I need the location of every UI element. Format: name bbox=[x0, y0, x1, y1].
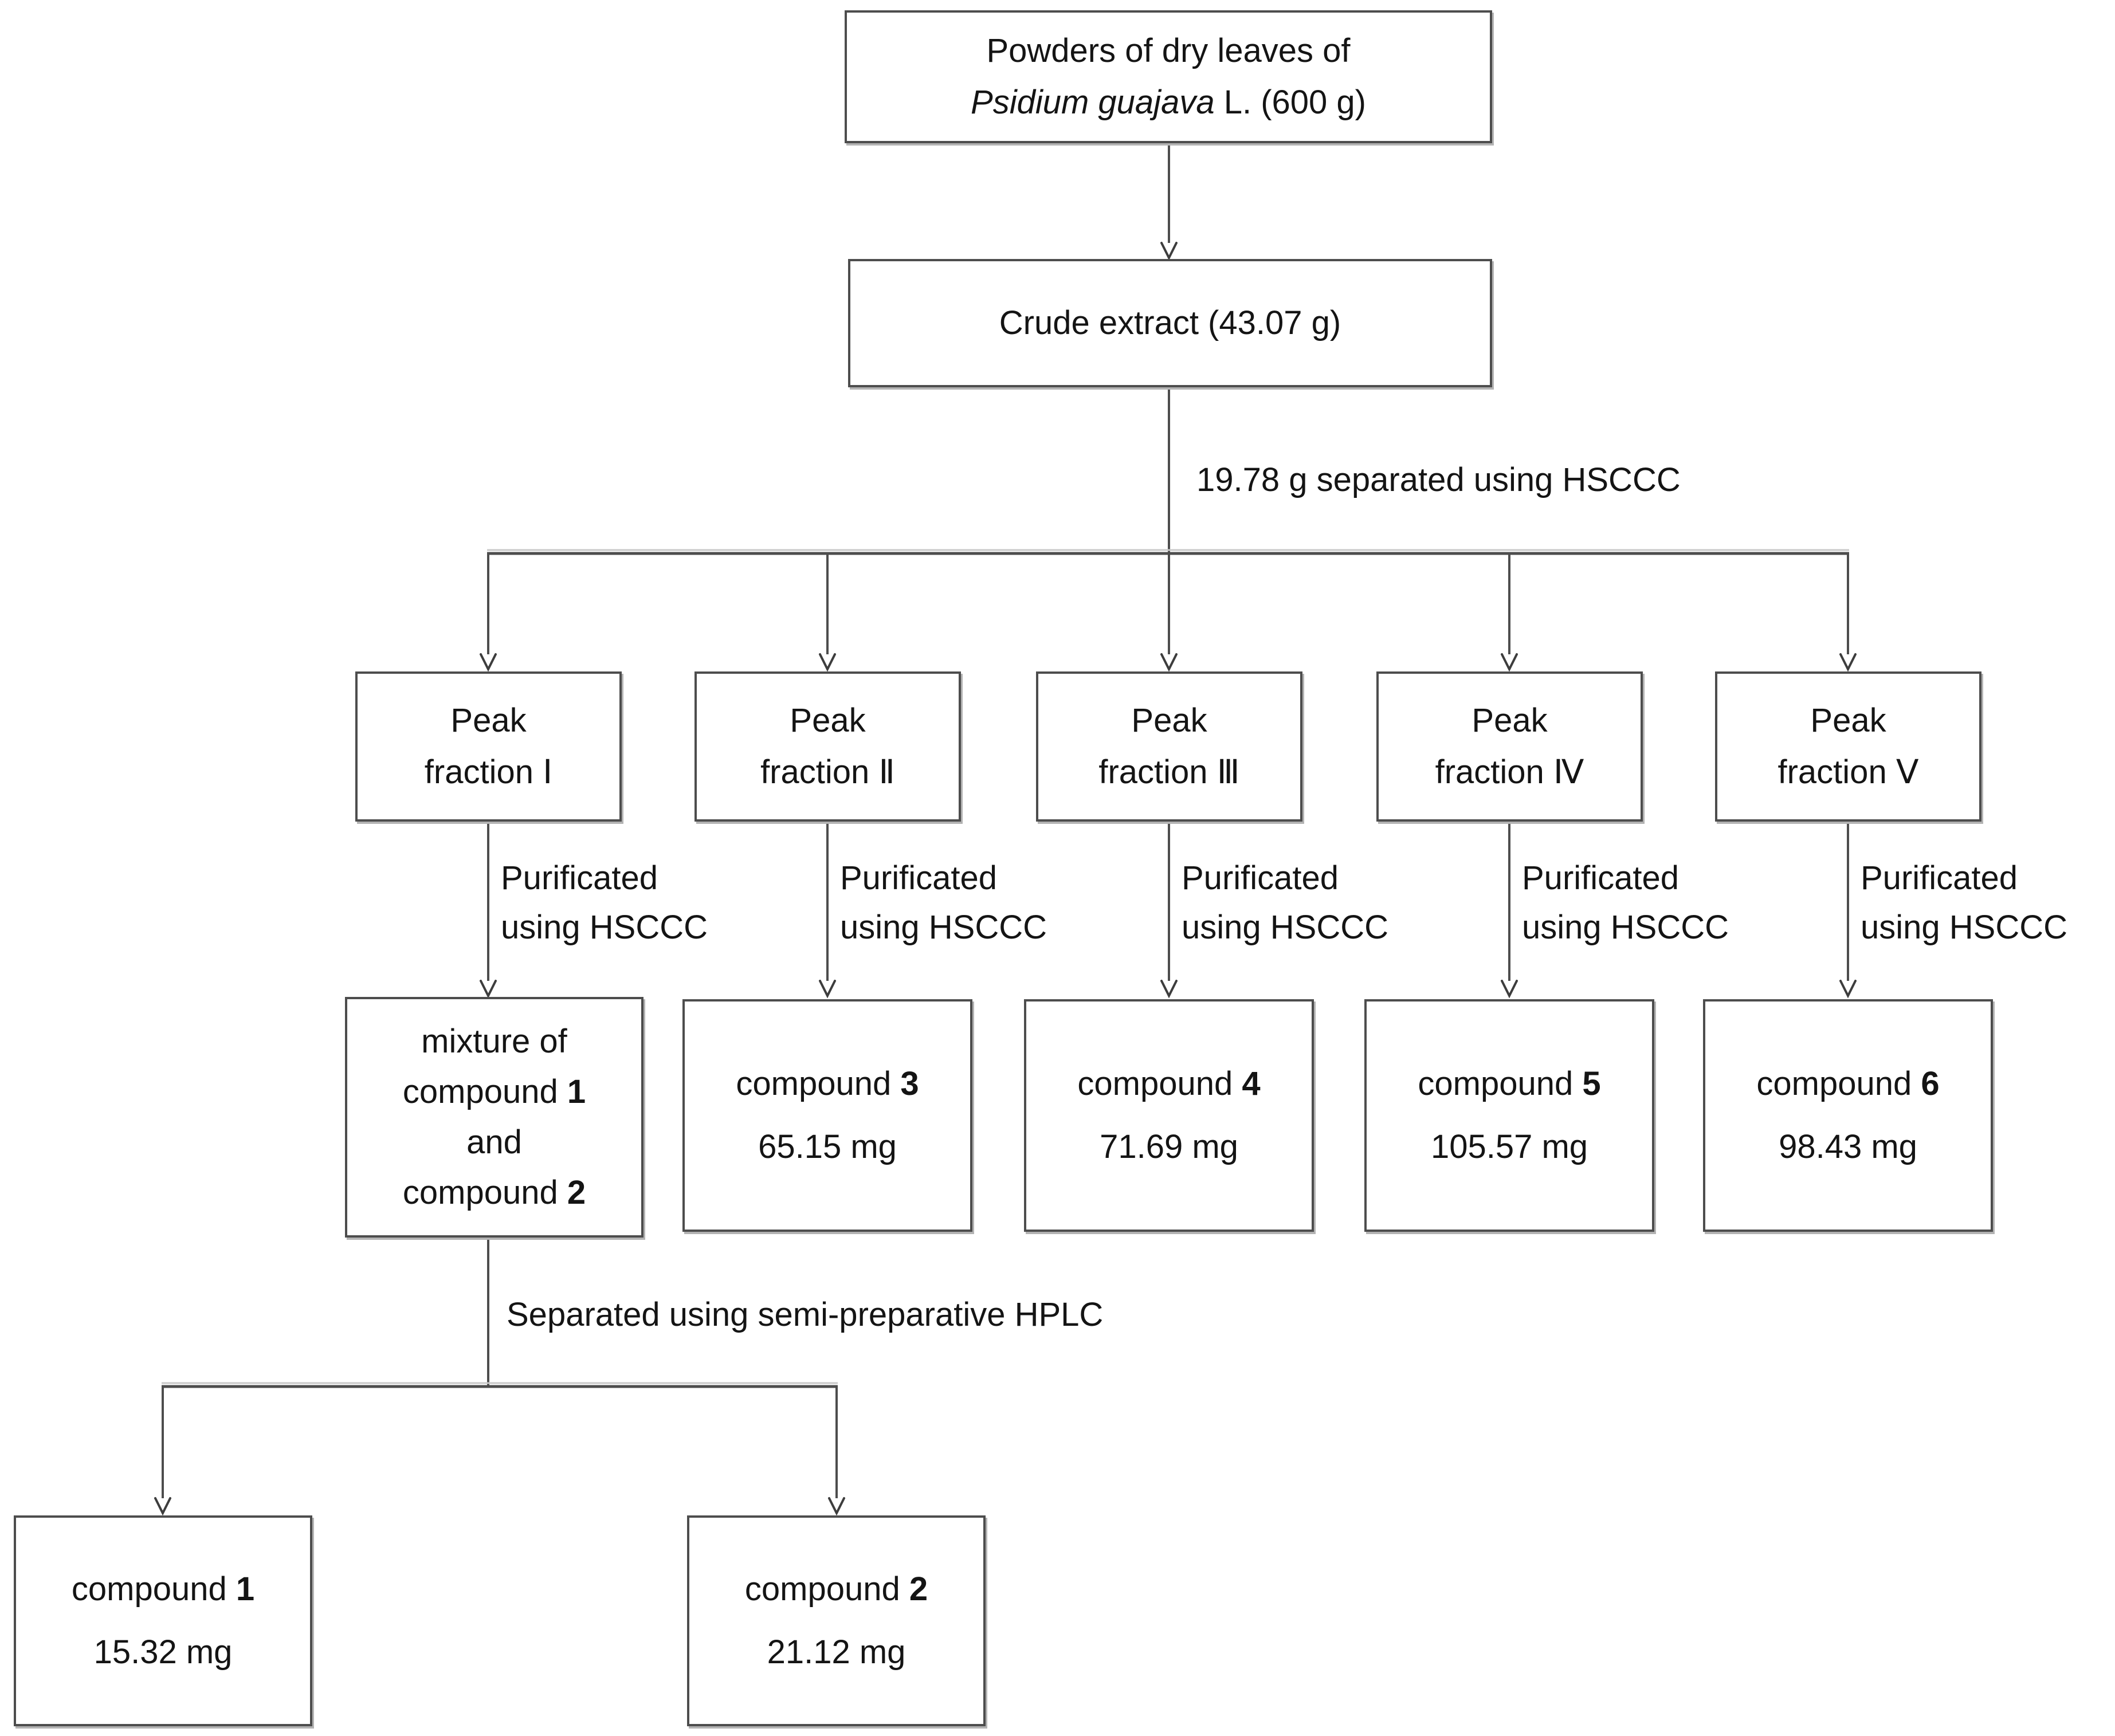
compound-amount: 98.43 mg bbox=[1779, 1128, 1917, 1165]
fraction-line2: fraction Ⅳ bbox=[1435, 753, 1584, 791]
compound-word: compound bbox=[744, 1570, 900, 1608]
compound-word: compound bbox=[402, 1174, 558, 1211]
hsccc-separation-label: 19.78 g separated using HSCCC bbox=[1196, 461, 1681, 498]
mixture-line1: mixture of bbox=[421, 1023, 567, 1060]
compound-word: compound bbox=[1756, 1065, 1912, 1102]
source-box-line2-rest: L. (600 g) bbox=[1214, 84, 1366, 121]
compound-amount: 71.69 mg bbox=[1100, 1128, 1238, 1165]
source-box: Powders of dry leaves of Psidium guajava… bbox=[845, 10, 1492, 143]
mixture-box: mixture of compound 1 and compound 2 bbox=[345, 997, 643, 1238]
compound-word: compound bbox=[71, 1570, 227, 1608]
mixture-line4: compound 2 bbox=[403, 1168, 586, 1218]
purification-label-line1: Purificated bbox=[1182, 859, 1339, 897]
compound-word: compound bbox=[1077, 1065, 1233, 1102]
fraction-line2: fraction Ⅱ bbox=[760, 753, 895, 791]
compound-amount: 105.57 mg bbox=[1430, 1128, 1588, 1165]
purification-label-line2: using HSCCC bbox=[1522, 909, 1729, 946]
compound-name-line: compound 5 bbox=[1418, 1052, 1600, 1116]
purification-label-4: Purificated using HSCCC bbox=[1522, 854, 1729, 952]
compound-amount: 65.15 mg bbox=[758, 1128, 897, 1165]
compound-word: compound bbox=[1418, 1065, 1574, 1102]
compound-3-box: compound 3 65.15 mg bbox=[682, 999, 972, 1232]
peak-fraction-box-4: Peak fraction Ⅳ bbox=[1376, 671, 1643, 822]
species-name: Psidium guajava bbox=[971, 84, 1215, 121]
fraction-line1: Peak bbox=[450, 702, 527, 739]
peak-fraction-box-3: Peak fraction Ⅲ bbox=[1036, 671, 1302, 822]
compound-number: 2 bbox=[909, 1570, 928, 1608]
purification-label-line1: Purificated bbox=[1861, 859, 2018, 897]
crude-extract-label: Crude extract (43.07 g) bbox=[999, 304, 1341, 341]
compound-number: 2 bbox=[567, 1174, 586, 1211]
peak-fraction-box-2: Peak fraction Ⅱ bbox=[694, 671, 961, 822]
purification-label-line2: using HSCCC bbox=[1861, 909, 2067, 946]
compound-1-box: compound 1 15.32 mg bbox=[14, 1515, 312, 1726]
compound-amount: 21.12 mg bbox=[767, 1633, 906, 1671]
hplc-separation-label: Separated using semi-preparative HPLC bbox=[507, 1296, 1104, 1333]
compound-word: compound bbox=[736, 1065, 892, 1102]
crude-extract-box: Crude extract (43.07 g) bbox=[848, 259, 1492, 387]
fraction-line1: Peak bbox=[1472, 702, 1548, 739]
compound-number: 5 bbox=[1582, 1065, 1601, 1102]
purification-label-line2: using HSCCC bbox=[501, 909, 708, 946]
compound-name-line: compound 3 bbox=[736, 1052, 919, 1116]
compound-word: compound bbox=[402, 1073, 558, 1110]
purification-label-3: Purificated using HSCCC bbox=[1182, 854, 1388, 952]
compound-number: 1 bbox=[236, 1570, 255, 1608]
compound-number: 4 bbox=[1242, 1065, 1261, 1102]
compound-6-box: compound 6 98.43 mg bbox=[1703, 999, 1993, 1232]
fraction-line1: Peak bbox=[1131, 702, 1207, 739]
compound-2-box: compound 2 21.12 mg bbox=[687, 1515, 986, 1726]
compound-name-line: compound 1 bbox=[72, 1558, 254, 1621]
fraction-line2: fraction Ⅲ bbox=[1098, 753, 1240, 791]
purification-label-1: Purificated using HSCCC bbox=[501, 854, 708, 952]
compound-number: 3 bbox=[900, 1065, 919, 1102]
source-box-line2: Psidium guajava L. (600 g) bbox=[971, 77, 1366, 128]
compound-amount: 15.32 mg bbox=[93, 1633, 233, 1671]
compound-name-line: compound 6 bbox=[1756, 1052, 1939, 1116]
compound-4-box: compound 4 71.69 mg bbox=[1024, 999, 1314, 1232]
fraction-line1: Peak bbox=[1810, 702, 1886, 739]
fraction-line2: fraction Ⅴ bbox=[1777, 753, 1919, 791]
purification-label-line2: using HSCCC bbox=[840, 909, 1047, 946]
compound-number: 1 bbox=[567, 1073, 586, 1110]
peak-fraction-box-1: Peak fraction Ⅰ bbox=[355, 671, 622, 822]
peak-fraction-box-5: Peak fraction Ⅴ bbox=[1715, 671, 1981, 822]
purification-label-5: Purificated using HSCCC bbox=[1861, 854, 2067, 952]
compound-name-line: compound 4 bbox=[1077, 1052, 1260, 1116]
mixture-line2: compound 1 bbox=[403, 1067, 586, 1117]
compound-name-line: compound 2 bbox=[745, 1558, 928, 1621]
source-box-line1: Powders of dry leaves of bbox=[986, 32, 1351, 69]
fraction-line2: fraction Ⅰ bbox=[424, 753, 553, 791]
purification-label-line1: Purificated bbox=[501, 859, 658, 897]
purification-label-line1: Purificated bbox=[1522, 859, 1680, 897]
compound-number: 6 bbox=[1921, 1065, 1940, 1102]
mixture-line3: and bbox=[466, 1124, 522, 1161]
compound-5-box: compound 5 105.57 mg bbox=[1364, 999, 1654, 1232]
purification-label-line1: Purificated bbox=[840, 859, 998, 897]
purification-label-2: Purificated using HSCCC bbox=[840, 854, 1047, 952]
purification-label-line2: using HSCCC bbox=[1182, 909, 1388, 946]
fraction-line1: Peak bbox=[790, 702, 866, 739]
